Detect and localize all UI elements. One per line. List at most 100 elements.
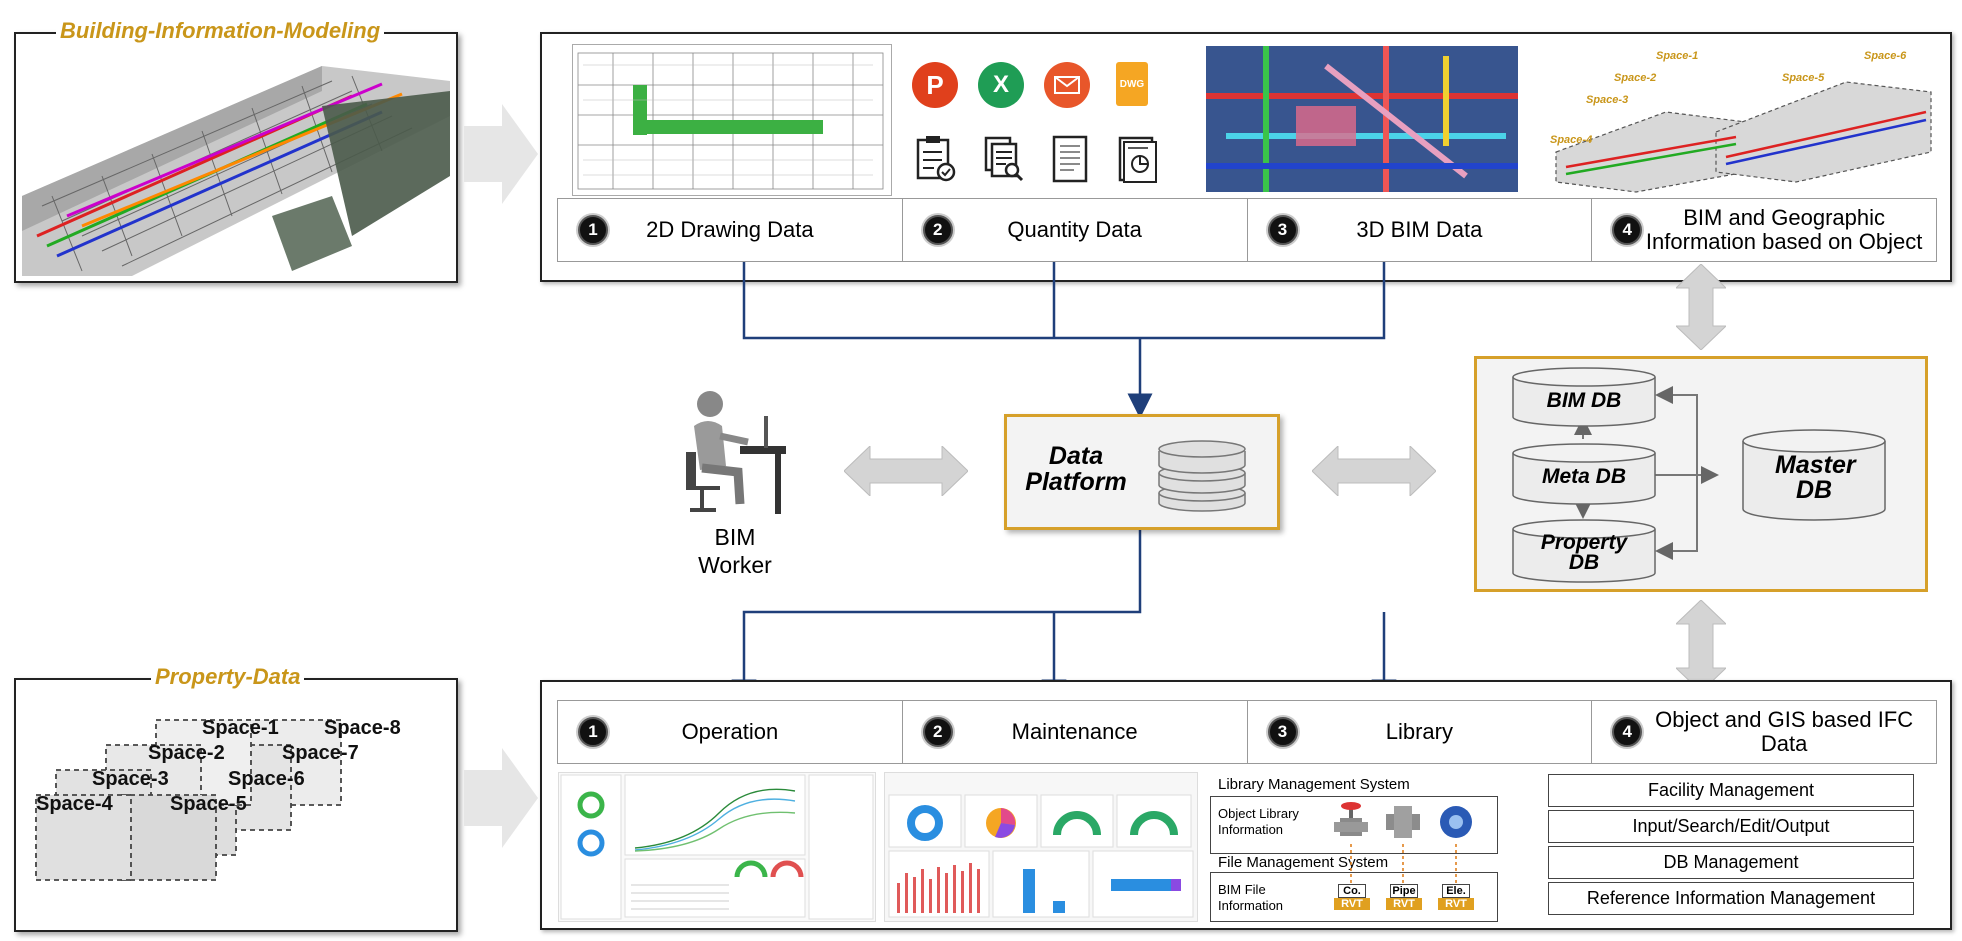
maintenance-dashboard-image (884, 772, 1198, 922)
excel-icon: X (978, 62, 1024, 108)
double-arrow-vertical-icon (1676, 600, 1726, 692)
step-number: 1 (578, 717, 608, 747)
space-label: Space-7 (282, 742, 359, 764)
tab-label: Library (1385, 718, 1453, 744)
space-label: Space-2 (148, 742, 225, 764)
facility-management-item[interactable]: Facility Management (1548, 774, 1914, 807)
step-number: 4 (1612, 717, 1643, 747)
rvt-tag: Pipe (1390, 884, 1418, 898)
database-icon (1158, 440, 1246, 512)
space-label: Space-3 (92, 768, 169, 790)
tab-label: 3D BIM Data (1356, 216, 1483, 242)
mini-space-label: Space-2 (1614, 72, 1657, 84)
bim-model-frame: Building-Information-Modeling (14, 18, 458, 283)
2d-drawing-image (572, 44, 892, 196)
tab-operation[interactable]: 1 Operation (558, 701, 903, 763)
tab-label: BIM and Geographic Information based on … (1645, 204, 1923, 254)
step-number: 2 (922, 215, 953, 245)
bim-model-image (22, 66, 450, 276)
tab-3d-bim-data[interactable]: 3 3D BIM Data (1248, 199, 1593, 261)
rvt-label: RVT (1386, 898, 1422, 910)
space-label: Space-5 (170, 793, 247, 815)
rvt-tag: Ele. (1442, 884, 1470, 898)
meta-db-cylinder[interactable]: Meta DB (1511, 443, 1657, 505)
double-arrow-vertical-icon (1676, 264, 1726, 350)
data-platform-label: Data Platform (1025, 442, 1127, 497)
property-db-label: Property DB (1540, 531, 1628, 574)
bim-db-cylinder[interactable]: BIM DB (1511, 367, 1657, 427)
object-library-box (1210, 796, 1498, 854)
arrow-right-icon (464, 104, 538, 204)
checklist-icon (916, 136, 956, 182)
tab-library[interactable]: 3 Library (1248, 701, 1593, 763)
double-arrow-icon (844, 446, 968, 496)
tab-label: 2D Drawing Data (646, 216, 814, 242)
mini-space-label: Space-6 (1864, 50, 1907, 62)
space-label: Space-4 (36, 793, 113, 815)
mail-icon (1044, 62, 1090, 108)
property-data-frame: Property-Data Space-1 Space-8 Space-2 Sp… (14, 664, 458, 932)
rvt-label: RVT (1334, 898, 1370, 910)
rvt-tag: Co. (1338, 884, 1366, 898)
bottom-tab-row: 1 Operation 2 Maintenance 3 Library 4 Object… (557, 700, 1937, 764)
db-group-box: BIM DB Meta DB Property DB Master DB (1474, 356, 1928, 592)
tab-maintenance[interactable]: 2 Maintenance (903, 701, 1248, 763)
tab-2d-drawing-data[interactable]: 1 2D Drawing Data (558, 199, 903, 261)
object-library-info: Object Library Information (1218, 806, 1299, 837)
function-list: Facility Management Input/Search/Edit/Ou… (1548, 774, 1918, 924)
bim-worker-label: BIM Worker (698, 524, 772, 578)
top-data-panel: P X DWG (540, 32, 1952, 282)
db-management-item[interactable]: DB Management (1548, 846, 1914, 879)
library-management-title: Library Management System (1218, 776, 1410, 793)
tab-quantity-data[interactable]: 2 Quantity Data (903, 199, 1248, 261)
rvt-file-co[interactable]: Co. RVT (1334, 884, 1370, 918)
tab-label: Quantity Data (1007, 216, 1142, 242)
bim-db-label: BIM DB (1546, 389, 1622, 412)
step-number: 3 (1267, 717, 1298, 747)
electric-motor-icon (1440, 806, 1472, 838)
top-tab-row: 1 2D Drawing Data 2 Quantity Data 3 3D BIM … (557, 198, 1937, 262)
space-cubes-image (35, 719, 342, 881)
bim-title: Building-Information-Modeling (56, 18, 385, 44)
valve-icon (1334, 802, 1368, 836)
property-db-cylinder[interactable]: Property DB (1511, 519, 1657, 583)
step-number: 2 (922, 717, 953, 747)
bim-worker-icon (686, 391, 786, 514)
rvt-file-ele[interactable]: Ele. RVT (1438, 884, 1474, 918)
bim-geographic-image: Space-1 Space-2 Space-3 Space-4 Space-5 … (1546, 42, 1934, 194)
double-arrow-icon (1312, 446, 1436, 496)
step-number: 3 (1267, 215, 1298, 245)
space-label: Space-8 (324, 717, 401, 739)
mini-space-label: Space-3 (1586, 94, 1629, 106)
master-db-cylinder[interactable]: Master DB (1741, 429, 1887, 523)
document-icon (1052, 135, 1088, 183)
tab-object-gis-ifc-data[interactable]: 4 Object and GIS based IFC Data (1592, 701, 1936, 763)
input-search-edit-output-item[interactable]: Input/Search/Edit/Output (1548, 810, 1914, 843)
tab-label: Operation (681, 718, 779, 744)
pipe-fitting-icon (1386, 806, 1420, 838)
db-connectors (1574, 386, 1719, 560)
data-platform-box[interactable]: Data Platform (1004, 414, 1280, 530)
3d-bim-image (1206, 46, 1518, 192)
document-search-icon (984, 136, 1024, 182)
master-db-label: Master DB (1775, 451, 1856, 504)
tab-label: Object and GIS based IFC Data (1655, 706, 1914, 756)
tab-label: Maintenance (1011, 718, 1138, 744)
space-label: Space-6 (228, 768, 305, 790)
step-number: 4 (1612, 215, 1643, 245)
step-number: 1 (578, 215, 608, 245)
mini-space-label: Space-4 (1550, 134, 1593, 146)
ppt-icon: P (912, 62, 958, 108)
library-panel: Library Management System Object Library… (1208, 772, 1508, 922)
property-data-title: Property-Data (151, 664, 305, 690)
bim-file-info: BIM File Information (1218, 882, 1284, 913)
rvt-label: RVT (1438, 898, 1474, 910)
rvt-file-pipe[interactable]: Pipe RVT (1386, 884, 1422, 918)
file-management-box (1210, 872, 1498, 922)
arrow-right-icon (464, 748, 538, 848)
reference-information-management-item[interactable]: Reference Information Management (1548, 882, 1914, 915)
orange-dashed-links (1350, 844, 1457, 884)
